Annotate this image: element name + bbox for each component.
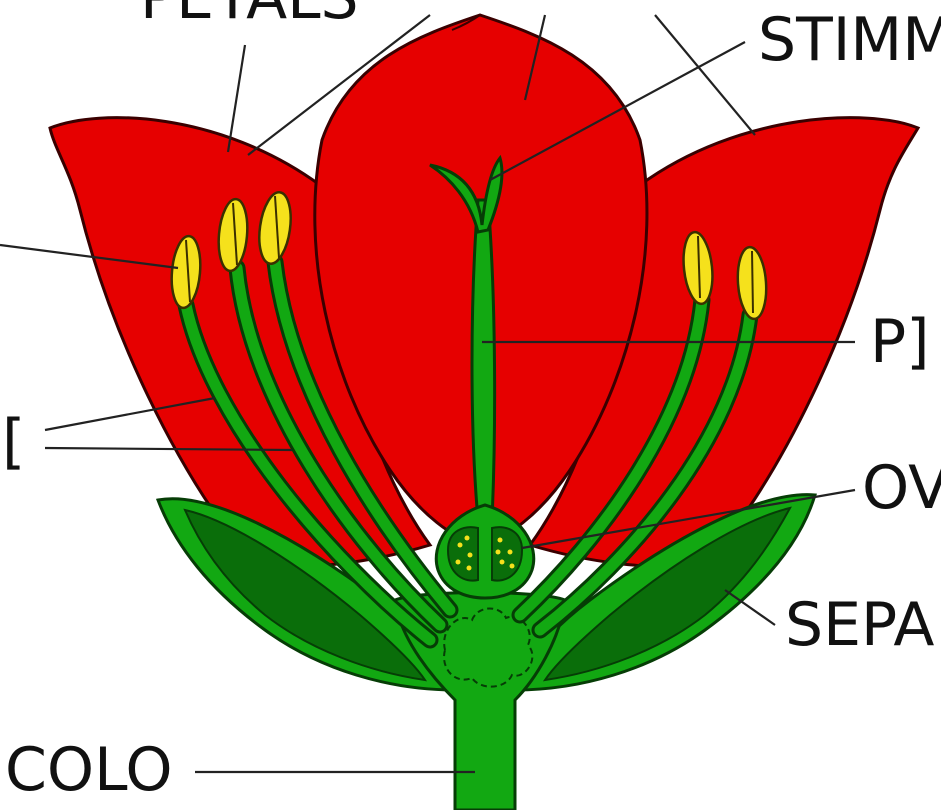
- label-receptacle: COLO: [5, 735, 173, 805]
- label-sepals: SEPA: [785, 590, 934, 660]
- label-filament: [: [2, 407, 25, 477]
- leader-petals-d: [655, 15, 755, 135]
- leader-petals-a: [228, 45, 245, 152]
- style: [472, 200, 495, 520]
- label-ovary: OV: [862, 453, 941, 523]
- label-stigma: STIMM: [758, 5, 941, 75]
- label-pistil: P]: [870, 307, 930, 377]
